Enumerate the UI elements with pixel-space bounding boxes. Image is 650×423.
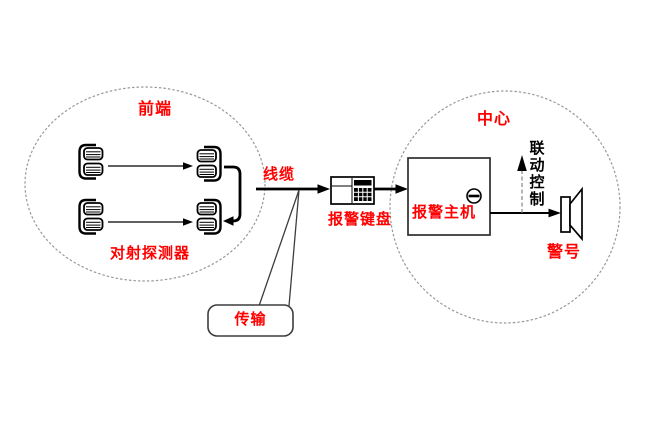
speaker-icon — [560, 186, 583, 242]
transmission-label: 传输 — [234, 310, 267, 328]
keypad-to-host-arrow — [374, 184, 408, 194]
center-zone-label: 中心 — [477, 109, 512, 128]
callout-tail — [258, 189, 300, 307]
linkage-control-label: 联动控制 — [527, 140, 546, 208]
collector-bracket — [223, 165, 242, 226]
siren-label: 警号 — [547, 242, 582, 261]
front-zone-ellipse — [24, 86, 266, 282]
beam-arrow-bottom — [108, 218, 193, 226]
center-zone-ellipse — [389, 90, 621, 324]
cable-arrow — [256, 184, 330, 194]
beam-detector-icon-tx-bottom — [78, 198, 104, 235]
linkage-control-arrow — [517, 155, 527, 213]
cable-label: 线缆 — [263, 165, 296, 183]
callout-bubble — [207, 304, 294, 337]
keypad-label: 报警键盘 — [328, 210, 393, 228]
front-zone-label: 前端 — [138, 99, 173, 118]
beam-detector-icon-rx-bottom — [196, 198, 222, 235]
alarm-keypad-icon — [330, 176, 375, 205]
beam-arrow-top — [108, 162, 193, 170]
host-label: 报警主机 — [412, 203, 477, 221]
host-knob-icon — [466, 188, 482, 204]
beam-detector-icon-rx-top — [196, 145, 222, 182]
beam-detector-icon-tx-top — [78, 143, 104, 180]
host-to-siren-arrow — [490, 208, 561, 218]
beam-detectors-label: 对射探测器 — [110, 244, 191, 262]
